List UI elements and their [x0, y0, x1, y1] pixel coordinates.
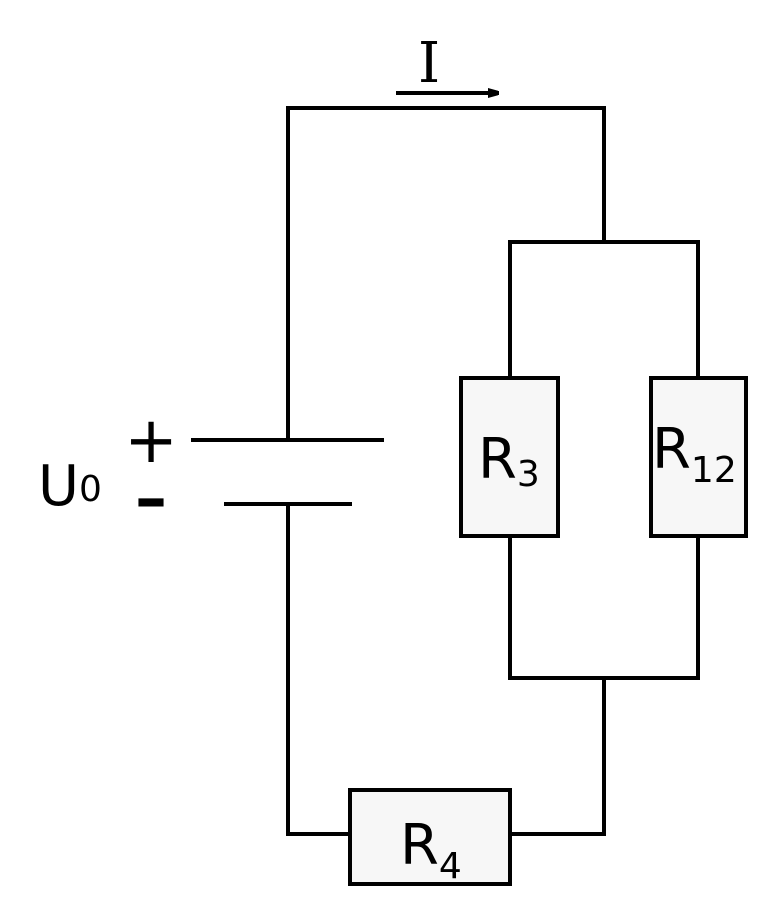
resistor-r12-symbol: R: [652, 417, 691, 482]
wires: [286, 106, 700, 836]
wire-right-lower: [508, 676, 606, 836]
resistor-r12: R12: [649, 376, 748, 538]
wire-left-upper: [286, 106, 606, 442]
wire-left-lower: [286, 502, 352, 836]
plus-sign: +: [124, 404, 178, 478]
resistor-r4-label: R4: [400, 813, 462, 887]
resistor-r3-body: [459, 376, 560, 538]
current-label: I: [418, 31, 440, 96]
resistor-r12-subscript: 12: [691, 450, 737, 491]
resistor-r12-body: [649, 376, 748, 538]
battery: [191, 438, 384, 506]
resistor-r4: R4: [348, 788, 512, 887]
minus-sign: –: [135, 462, 167, 536]
resistor-r4-body: [348, 788, 512, 886]
resistor-r4-subscript: 4: [439, 846, 462, 887]
resistor-r3-symbol: R: [478, 427, 517, 492]
resistor-r3-subscript: 3: [517, 454, 540, 495]
resistor-r3: R3: [459, 376, 560, 538]
source-label: U0: [38, 454, 102, 519]
resistor-r12-label: R12: [652, 417, 737, 491]
resistor-r3-label: R3: [478, 427, 540, 495]
source-symbol: U: [38, 454, 79, 519]
source-subscript: 0: [79, 469, 102, 510]
resistor-r4-symbol: R: [400, 813, 439, 878]
